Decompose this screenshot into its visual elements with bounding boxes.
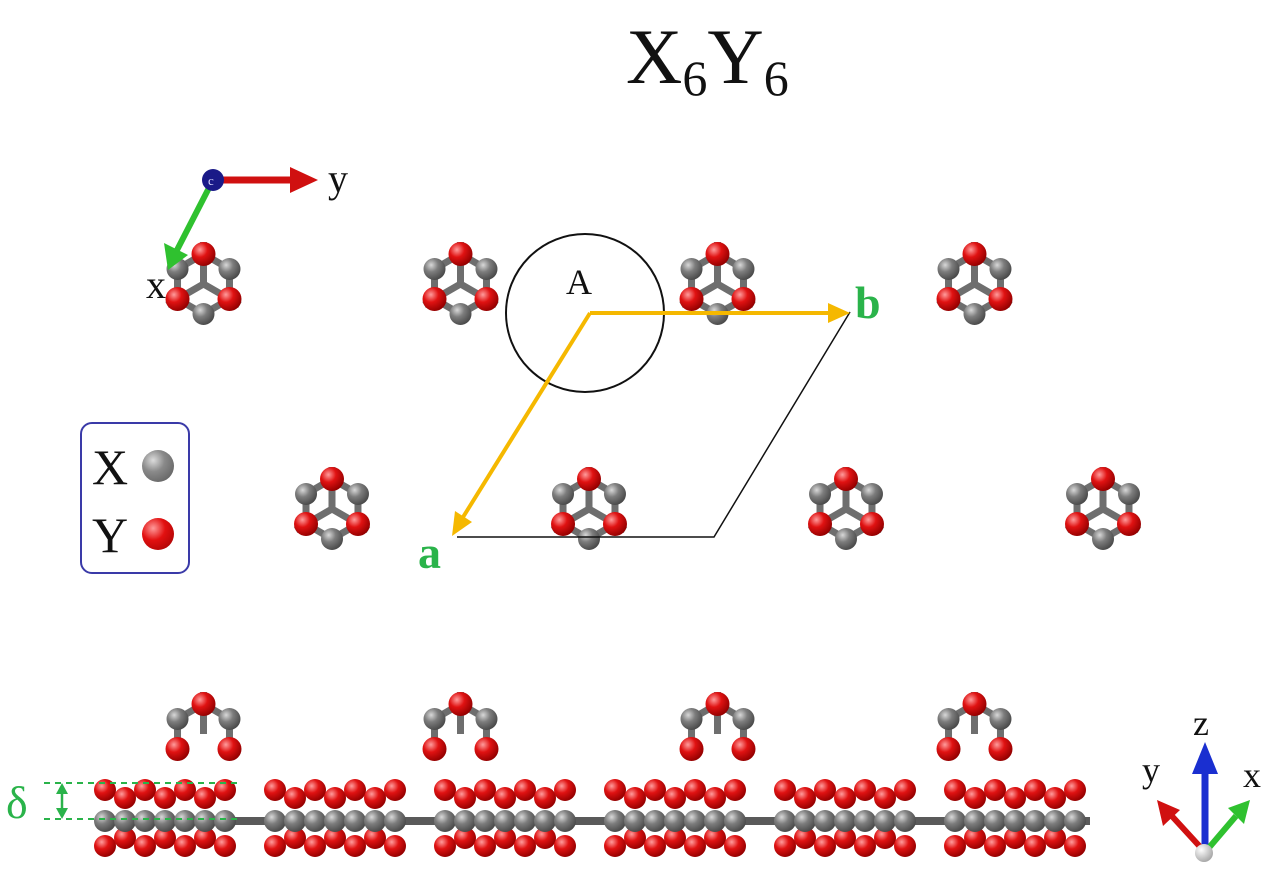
- buckling-indicator: δ: [6, 777, 240, 828]
- buckling-label: δ: [6, 777, 28, 828]
- y2-axis-label: y: [1142, 750, 1160, 790]
- x2-axis-label: x: [1243, 755, 1261, 795]
- title-y-subscript: 6: [763, 50, 789, 106]
- unit-cell-outline: [457, 311, 851, 538]
- z2-axis-label: z: [1193, 703, 1209, 743]
- z-axis-arrow-icon: [1192, 742, 1218, 774]
- title-x: X: [626, 13, 683, 100]
- lattice-vector-b-label: b: [855, 277, 881, 328]
- x-axis-label: x: [146, 262, 166, 307]
- x-axis-arrow-icon: [164, 243, 188, 270]
- red-atom-icon: [142, 518, 174, 550]
- legend-y-label: Y: [92, 507, 129, 563]
- delta-up-arrow-icon: [56, 783, 68, 794]
- lattice-vector-b-arrow: [590, 303, 850, 323]
- delta-down-arrow-icon: [56, 808, 68, 819]
- top-view-atoms: [165, 242, 1141, 761]
- side-view: [94, 779, 1090, 857]
- x2-axis-arrow-icon: [1228, 800, 1250, 824]
- top-axes-triad: c y x: [146, 156, 348, 307]
- c-axis-label: c: [208, 173, 214, 188]
- pore-label: A: [566, 262, 592, 302]
- side-axes-triad: z y x: [1142, 703, 1261, 862]
- y-axis-label: y: [328, 156, 348, 201]
- gray-atom-icon: [142, 450, 174, 482]
- y2-axis-arrow-icon: [1157, 800, 1180, 826]
- y-axis-arrow-icon: [290, 167, 318, 193]
- atom-legend: X Y: [80, 422, 190, 574]
- formula-title: X6Y6: [626, 18, 789, 104]
- origin-sphere-icon: [1195, 844, 1213, 862]
- lattice-vector-a-arrow: [452, 311, 592, 536]
- c-axis-dot-icon: [202, 169, 224, 191]
- legend-x-label: X: [92, 439, 129, 495]
- title-x-subscript: 6: [682, 50, 708, 106]
- title-y: Y: [707, 13, 764, 100]
- lattice-vector-a-label: a: [418, 527, 441, 578]
